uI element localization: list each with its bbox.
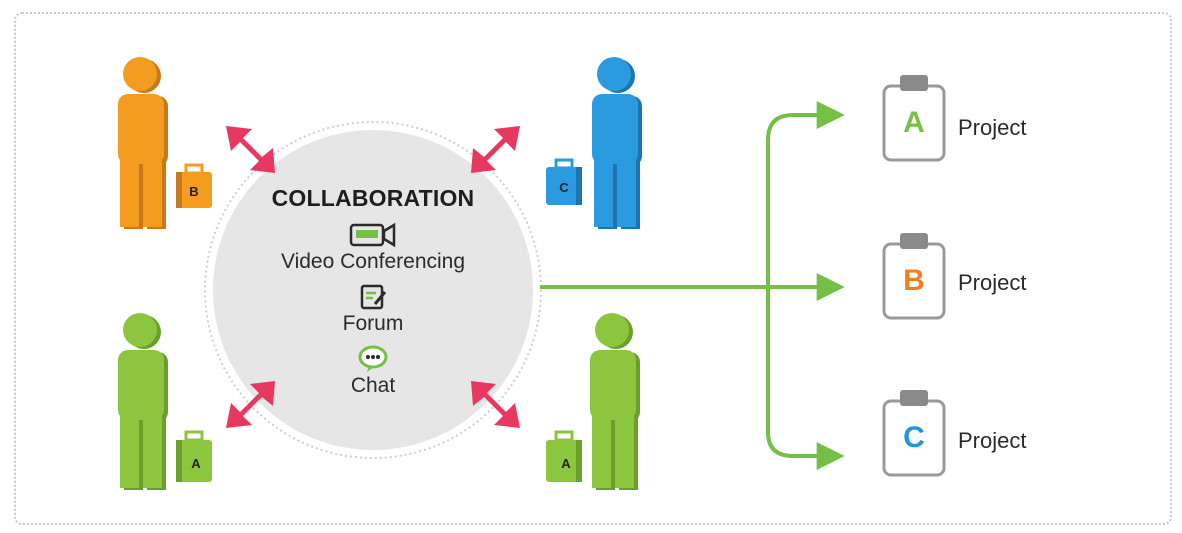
service-video-conferencing: Video Conferencing (280, 250, 466, 273)
person-green-left (118, 313, 168, 490)
person-orange (118, 57, 168, 229)
briefcase-b-icon: B (176, 163, 212, 208)
clipboard-icon (882, 390, 946, 477)
svg-text:C: C (559, 180, 569, 195)
svg-text:A: A (191, 456, 201, 471)
service-forum: Forum (342, 312, 404, 335)
svg-text:B: B (189, 184, 198, 199)
briefcase-a-icon: A (176, 430, 212, 482)
arrow-bottom-right (471, 381, 520, 428)
collaboration-panel: COLLABORATION Video Conferencing Forum C… (218, 185, 528, 398)
project-letter-b: B (903, 264, 925, 297)
arrow-top-right (471, 126, 520, 173)
svg-text:A: A (561, 456, 571, 471)
project-label-a: Project (958, 115, 1027, 140)
project-label-c: Project (958, 428, 1027, 453)
briefcase-a-icon: A (546, 430, 582, 482)
diagram-frame (14, 12, 1172, 525)
forum-edit-icon (360, 284, 387, 310)
project-label-b: Project (958, 270, 1027, 295)
briefcase-c-icon: C (546, 158, 582, 205)
clipboard-icon (882, 233, 946, 320)
chat-bubble-icon (358, 345, 388, 372)
project-letter-a: A (903, 106, 925, 139)
collaboration-title: COLLABORATION (271, 185, 475, 211)
project-letter-c: C (903, 421, 925, 454)
arrow-bottom-left (226, 381, 275, 428)
video-camera-icon (349, 222, 396, 248)
project-connector (540, 101, 845, 470)
person-blue (592, 57, 642, 229)
arrow-top-left (226, 126, 275, 173)
service-chat: Chat (350, 374, 396, 397)
clipboard-icon (882, 75, 946, 162)
collaboration-circle (204, 121, 542, 459)
person-green-right (590, 313, 640, 490)
